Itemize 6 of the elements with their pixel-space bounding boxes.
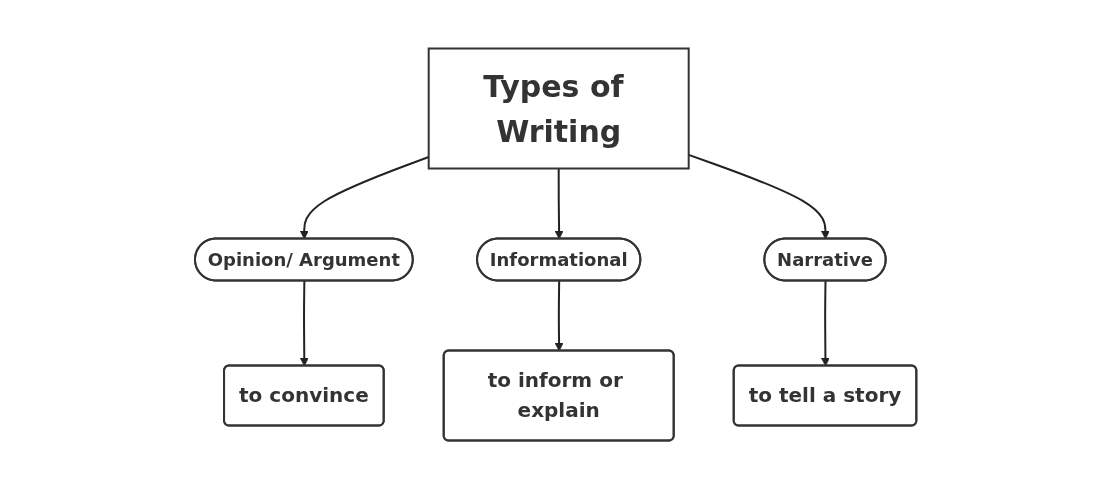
arrow <box>300 155 430 240</box>
arrow <box>555 167 564 240</box>
arrow <box>555 280 564 352</box>
node-box: Types of Writing <box>428 47 690 170</box>
arrow <box>821 280 831 367</box>
arrow <box>300 280 309 367</box>
